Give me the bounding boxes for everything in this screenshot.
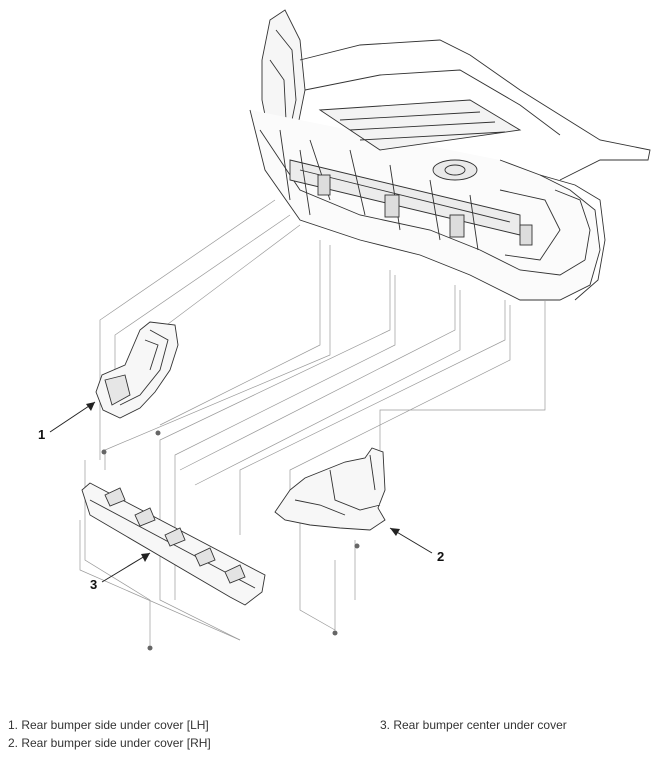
vehicle-rear-body xyxy=(249,9,651,301)
fastener-2b xyxy=(332,630,338,636)
legend-item-3: 3. Rear bumper center under cover xyxy=(380,718,567,732)
callout-arrow-3 xyxy=(101,552,151,583)
part-2-rh-side-under-cover xyxy=(274,447,386,531)
part-1-lh-side-under-cover xyxy=(95,321,179,419)
legend-item-2: 2. Rear bumper side under cover [RH] xyxy=(8,736,211,750)
callout-label-1: 1 xyxy=(38,427,46,442)
fastener-3a xyxy=(147,645,153,651)
exploded-view-diagram xyxy=(49,9,651,651)
legend-item-1: 1. Rear bumper side under cover [LH] xyxy=(8,718,209,732)
part-3-center-under-cover xyxy=(81,482,266,606)
fastener-2a xyxy=(354,543,360,549)
fastener-1a xyxy=(155,430,161,436)
callout-arrow-1 xyxy=(49,401,96,433)
callout-label-3: 3 xyxy=(90,577,98,592)
fastener-1b xyxy=(101,449,107,455)
callout-label-2: 2 xyxy=(437,549,445,564)
